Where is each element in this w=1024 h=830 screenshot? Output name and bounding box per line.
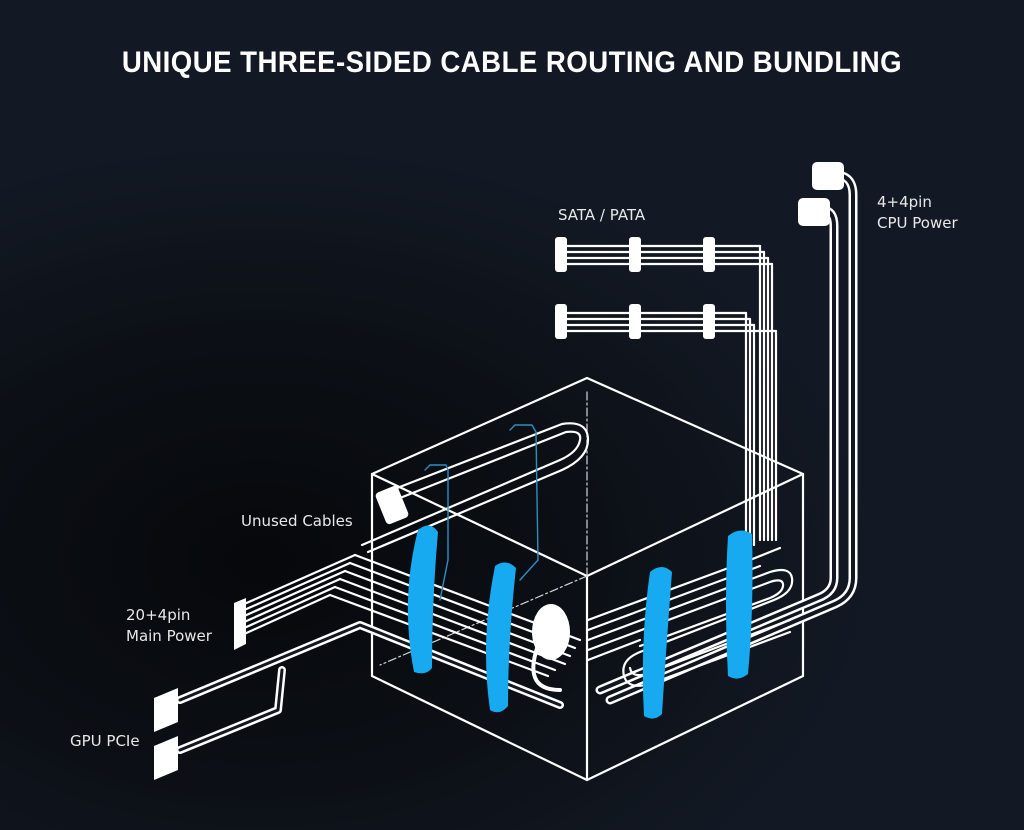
- sata-connector: [703, 304, 715, 339]
- sata-connector: [555, 237, 567, 272]
- psu-box-outline: [370, 376, 805, 782]
- blue-strap: [726, 530, 753, 679]
- sata-pata-cables: [558, 244, 778, 547]
- sata-connectors: [555, 237, 715, 339]
- cable-loop-knot: [532, 604, 570, 660]
- label-cpu-power-line1: 4+4pin: [877, 193, 932, 211]
- sata-connector: [703, 237, 715, 272]
- blue-strap: [486, 562, 516, 713]
- psu-box-edge-top-left: [370, 472, 589, 578]
- strap-outline: [509, 424, 539, 581]
- main-power-plug: [234, 598, 246, 650]
- gpu-connector: [154, 688, 178, 732]
- psu-box-edge-top-right: [585, 472, 805, 578]
- label-unused-cables: Unused Cables: [241, 512, 353, 530]
- sata-connector: [629, 237, 641, 272]
- strap-outline: [424, 464, 449, 601]
- unused-connector: [375, 485, 409, 525]
- label-cpu-power: 4+4pin CPU Power: [877, 192, 958, 234]
- blue-strap: [642, 567, 672, 719]
- label-main-power-line2: Main Power: [126, 627, 212, 645]
- label-main-power: 20+4pin Main Power: [126, 605, 212, 647]
- label-sata-pata: SATA / PATA: [558, 206, 646, 224]
- sata-connector: [629, 304, 641, 339]
- blue-straps: [407, 525, 753, 719]
- cpu-connector: [798, 198, 830, 226]
- sata-connector: [555, 304, 567, 339]
- cable-loop: [531, 638, 562, 692]
- cpu-connector: [812, 162, 844, 190]
- page-title: UNIQUE THREE-SIDED CABLE ROUTING AND BUN…: [121, 46, 903, 79]
- cpu-connectors: [798, 162, 844, 226]
- unused-cable-connector: [375, 485, 409, 525]
- label-cpu-power-line2: CPU Power: [877, 214, 958, 232]
- strap-outlines: [424, 424, 539, 601]
- label-gpu-pcie: GPU PCIe: [70, 732, 140, 750]
- main-power-connector: [234, 598, 246, 650]
- blue-strap: [407, 525, 438, 674]
- gpu-connectors: [154, 688, 178, 780]
- label-main-power-line1: 20+4pin: [126, 606, 191, 624]
- gpu-connector: [154, 736, 178, 780]
